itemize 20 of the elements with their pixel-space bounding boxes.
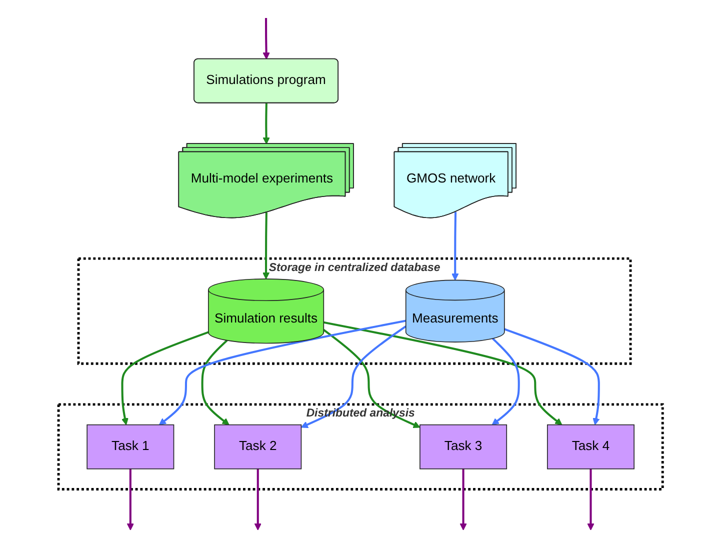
- arrow: [158, 320, 406, 426]
- arrow: [201, 340, 230, 426]
- arrow: [492, 338, 520, 426]
- arrow: [460, 468, 467, 530]
- node-box: Task 4: [546, 424, 634, 470]
- arrow: [587, 468, 594, 530]
- arrow: [323, 321, 562, 426]
- arrow: [504, 328, 600, 426]
- node-box: Task 3: [419, 424, 507, 470]
- arrow: [262, 18, 270, 60]
- arrow: [451, 212, 459, 280]
- arrow: [254, 468, 262, 530]
- arrow: [126, 468, 134, 530]
- arrow: [121, 331, 209, 426]
- arrow: [300, 325, 406, 428]
- arrow: [262, 103, 270, 144]
- arrow: [322, 328, 420, 428]
- arrow: [262, 212, 270, 280]
- node-box: Task 2: [214, 424, 302, 470]
- node-box: Task 1: [86, 424, 174, 470]
